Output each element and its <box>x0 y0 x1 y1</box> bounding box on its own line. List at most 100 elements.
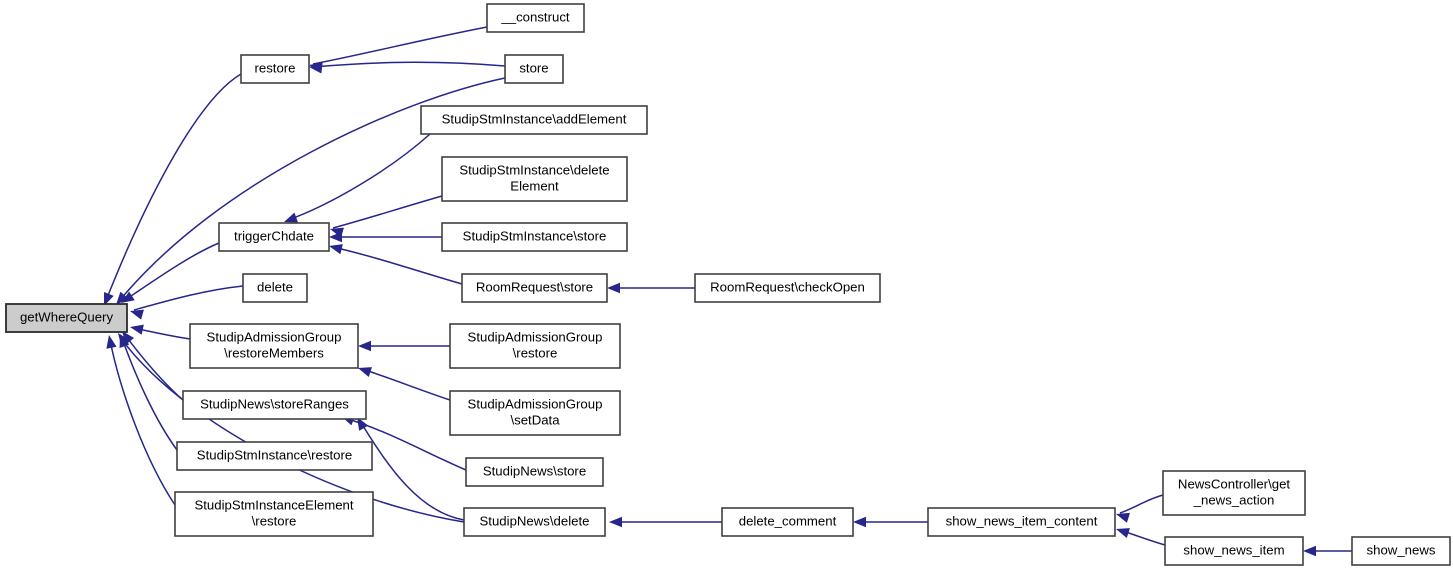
node-box[interactable] <box>721 507 854 537</box>
node-label: NewsController\get <box>1178 476 1290 491</box>
graph-node-show_news[interactable]: show_news <box>1351 536 1451 566</box>
graph-node-stm_restore[interactable]: StudipStmInstance\restore <box>176 441 373 471</box>
node-box[interactable] <box>242 273 308 303</box>
edge-line <box>1119 494 1164 514</box>
node-box[interactable] <box>449 390 621 436</box>
node-box[interactable] <box>694 273 881 303</box>
node-box[interactable] <box>441 222 628 252</box>
call-edge <box>130 324 191 340</box>
graph-node-newscontroller_get_news_action[interactable]: NewsController\get_news_action <box>1162 470 1306 516</box>
edge-line <box>119 77 506 301</box>
node-box[interactable] <box>463 507 606 537</box>
edge-line <box>124 242 220 301</box>
node-box[interactable] <box>1351 536 1451 566</box>
node-box[interactable] <box>240 54 310 84</box>
edge-arrowhead <box>106 335 117 349</box>
node-box[interactable] <box>189 323 359 369</box>
node-box[interactable] <box>174 491 374 537</box>
node-label: \restore <box>252 513 297 528</box>
node-label: StudipStmInstanceElement <box>194 497 353 512</box>
edge-arrowhead <box>609 516 622 528</box>
edge-layer <box>104 26 1352 557</box>
edge-arrowhead <box>309 62 323 73</box>
node-box[interactable] <box>486 3 585 33</box>
call-edge <box>329 231 442 243</box>
node-label: StudipStmInstance\delete <box>459 162 609 177</box>
graph-node-restore[interactable]: restore <box>240 54 310 84</box>
node-box[interactable] <box>182 390 367 420</box>
node-box[interactable] <box>927 507 1116 537</box>
node-label: StudipStmInstance\addElement <box>442 111 627 126</box>
graph-node-adm_restore[interactable]: StudipAdmissionGroup\restore <box>449 323 621 369</box>
node-box[interactable] <box>1164 536 1304 566</box>
graph-node-news_store[interactable]: StudipNews\store <box>465 457 604 487</box>
graph-node-stm_addElement[interactable]: StudipStmInstance\addElement <box>420 105 648 135</box>
call-edge <box>1303 545 1352 557</box>
call-edge <box>106 335 176 506</box>
edge-arrowhead <box>104 291 114 306</box>
edge-arrowhead <box>1116 512 1130 523</box>
graph-node-stm_store[interactable]: StudipStmInstance\store <box>441 222 628 252</box>
call-edge <box>104 73 242 306</box>
node-label: StudipAdmissionGroup <box>468 329 603 344</box>
node-label: StudipStmInstance\restore <box>197 447 352 462</box>
edge-line <box>287 133 431 221</box>
node-label: __construct <box>500 9 570 24</box>
node-label: \restoreMembers <box>224 345 324 360</box>
graph-node-stm_element_restore[interactable]: StudipStmInstanceElement\restore <box>174 491 374 537</box>
graph-node-show_news_item[interactable]: show_news_item <box>1164 536 1304 566</box>
node-box[interactable] <box>461 273 608 303</box>
graph-node-roomrequest_checkOpen[interactable]: RoomRequest\checkOpen <box>694 273 881 303</box>
node-label: StudipStmInstance\store <box>463 228 607 243</box>
graph-node-delete_comment[interactable]: delete_comment <box>721 507 854 537</box>
call-edge <box>119 334 178 451</box>
graph-node-construct[interactable]: __construct <box>486 3 585 33</box>
node-box[interactable] <box>504 54 564 84</box>
node-label: show_news_item <box>1183 542 1284 557</box>
edge-arrowhead <box>116 291 129 305</box>
graph-node-getWhereQuery[interactable]: getWhereQuery <box>5 303 128 333</box>
node-label: show_news_item_content <box>946 513 1098 528</box>
node-label: triggerChdate <box>234 228 314 243</box>
graph-node-news_delete[interactable]: StudipNews\delete <box>463 507 606 537</box>
graph-node-adm_restoreMembers[interactable]: StudipAdmissionGroup\restoreMembers <box>189 323 359 369</box>
node-box[interactable] <box>176 441 373 471</box>
node-box[interactable] <box>5 303 128 333</box>
graph-node-show_news_item_content[interactable]: show_news_item_content <box>927 507 1116 537</box>
graph-node-triggerChdate[interactable]: triggerChdate <box>218 222 330 252</box>
edge-arrowhead <box>121 291 135 303</box>
node-box[interactable] <box>441 156 628 202</box>
node-label: store <box>519 60 548 75</box>
graph-node-adm_setData[interactable]: StudipAdmissionGroup\setData <box>449 390 621 436</box>
edge-arrowhead <box>1116 528 1130 538</box>
graph-node-roomrequest_store[interactable]: RoomRequest\store <box>461 273 608 303</box>
call-edge <box>853 516 928 528</box>
node-label: StudipNews\storeRanges <box>200 396 349 411</box>
edge-arrowhead <box>118 333 130 347</box>
call-edge <box>330 195 443 238</box>
call-edge <box>358 340 450 352</box>
edge-arrowhead <box>1303 545 1316 557</box>
edge-line <box>109 339 176 506</box>
node-box[interactable] <box>449 323 621 369</box>
node-box[interactable] <box>465 457 604 487</box>
edge-arrowhead <box>607 282 620 294</box>
node-label: StudipAdmissionGroup <box>468 396 603 411</box>
call-edge <box>309 26 488 73</box>
graph-node-news_storeRanges[interactable]: StudipNews\storeRanges <box>182 390 367 420</box>
node-box[interactable] <box>420 105 648 135</box>
node-box[interactable] <box>218 222 330 252</box>
call-edge <box>116 77 506 305</box>
node-label: restore <box>254 60 295 75</box>
node-label: delete <box>257 279 293 294</box>
graph-node-delete[interactable]: delete <box>242 273 308 303</box>
call-edge <box>329 244 463 285</box>
call-edge <box>121 242 220 303</box>
graph-node-store[interactable]: store <box>504 54 564 84</box>
node-box[interactable] <box>1162 470 1306 516</box>
node-label: StudipAdmissionGroup <box>207 329 342 344</box>
node-label: \restore <box>513 345 558 360</box>
